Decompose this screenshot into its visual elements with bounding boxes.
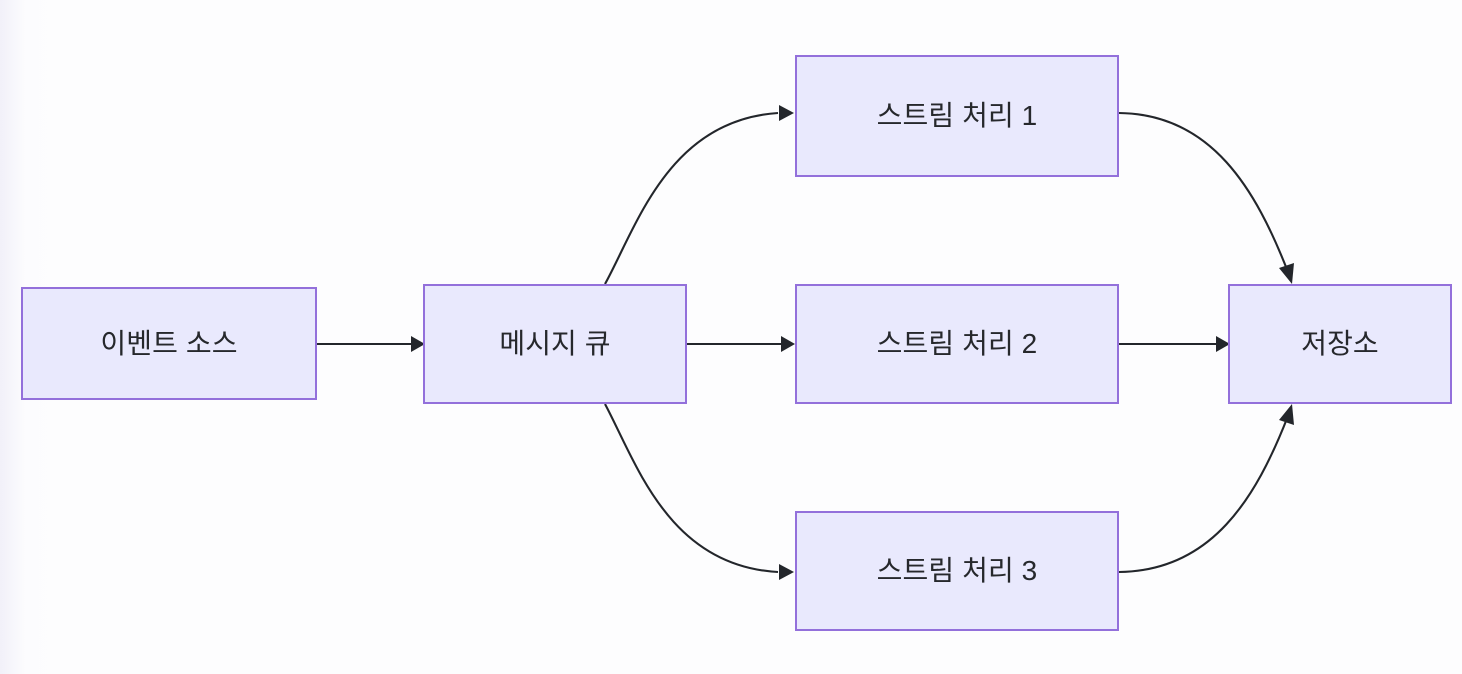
node-stream-processing-2[interactable]: 스트림 처리 2 <box>795 284 1119 404</box>
edge-stream-2-to-storage <box>1119 336 1230 352</box>
edge-message-queue-to-stream-3 <box>604 403 794 580</box>
node-stream-processing-1[interactable]: 스트림 처리 1 <box>795 55 1119 177</box>
edge-event-source-to-message-queue <box>317 336 425 352</box>
node-label-stream-processing-3: 스트림 처리 3 <box>876 555 1038 587</box>
node-stream-processing-3[interactable]: 스트림 처리 3 <box>795 511 1119 631</box>
node-message-queue[interactable]: 메시지 큐 <box>423 284 687 404</box>
node-label-event-source: 이벤트 소스 <box>100 327 238 359</box>
node-label-stream-processing-1: 스트림 처리 1 <box>876 100 1038 132</box>
edge-stream-3-to-storage <box>1118 404 1294 574</box>
edge-stream-1-to-storage <box>1118 111 1294 284</box>
node-storage[interactable]: 저장소 <box>1228 284 1452 404</box>
edge-message-queue-to-stream-2 <box>687 336 795 352</box>
node-label-message-queue: 메시지 큐 <box>499 328 611 360</box>
node-event-source[interactable]: 이벤트 소스 <box>21 287 317 400</box>
edge-message-queue-to-stream-1 <box>604 105 794 285</box>
node-label-storage: 저장소 <box>1301 328 1379 360</box>
node-label-stream-processing-2: 스트림 처리 2 <box>876 328 1038 360</box>
